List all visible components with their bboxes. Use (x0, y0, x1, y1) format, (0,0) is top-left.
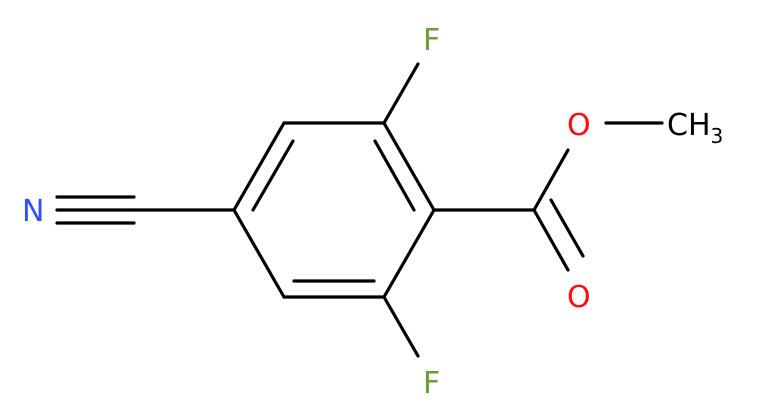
oxygen-carbonyl-atom: O (567, 280, 591, 315)
nitrogen-atom: N (22, 194, 44, 229)
bond (382, 208, 436, 299)
bond (532, 148, 570, 212)
bond (549, 198, 585, 258)
methyl-group: CH3 (667, 108, 723, 148)
bond (382, 62, 420, 125)
oxygen-ether-atom: O (567, 108, 591, 143)
inner-double-bond (251, 139, 295, 212)
fluorine-top-atom: F (423, 23, 440, 58)
bond (232, 208, 286, 299)
bond (232, 121, 286, 212)
substituent-bonds (55, 62, 664, 358)
inner-double-bond (373, 139, 416, 212)
ring-bonds (232, 121, 436, 299)
bond (382, 295, 420, 358)
bond (382, 121, 436, 212)
fluorine-bottom-atom: F (423, 366, 440, 401)
bond (532, 208, 570, 272)
